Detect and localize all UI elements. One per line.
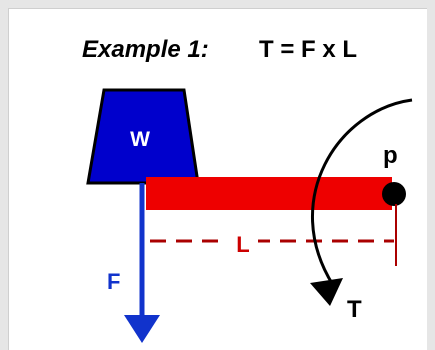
pivot-point [382,182,406,206]
lever-bar [146,177,392,210]
weight-label: W [130,128,150,151]
torque-arrow-head [310,278,343,306]
pivot-label: p [383,142,398,169]
example-title: Example 1: [82,36,209,63]
torque-label: T [347,296,362,323]
length-label-bg [228,228,258,256]
torque-arc [311,98,413,286]
length-label: L [236,232,249,257]
force-arrow-head [124,315,160,343]
force-label: F [107,269,120,294]
torque-equation: T = F x L [259,36,357,63]
